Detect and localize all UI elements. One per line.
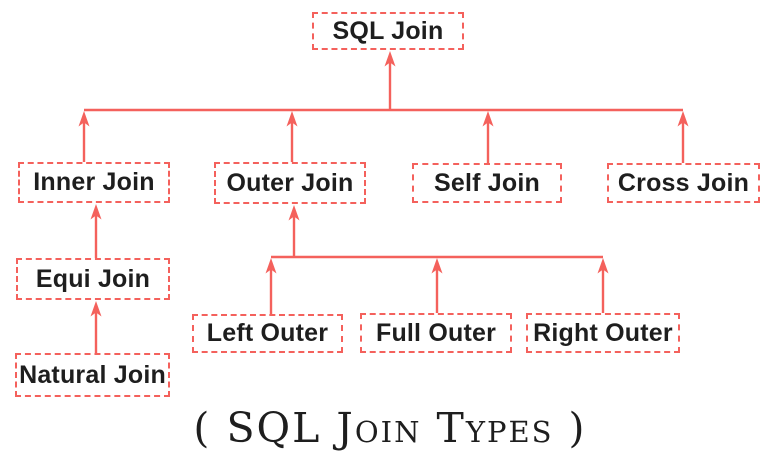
diagram-caption: ( SQL Join Types ) (193, 404, 587, 452)
node-right-outer: Right Outer (526, 313, 680, 353)
arrowhead-self (482, 111, 494, 127)
arrowhead-left-outer (265, 258, 277, 274)
node-cross-join: Cross Join (607, 163, 760, 203)
node-sql-join: SQL Join (312, 12, 464, 50)
node-full-outer: Full Outer (360, 313, 512, 353)
node-outer-join: Outer Join (214, 162, 366, 204)
arrowhead-natural (90, 301, 102, 317)
arrowhead-sql (384, 51, 396, 67)
arrowhead-outer (286, 111, 298, 127)
arrowhead-full-outer (431, 258, 443, 274)
node-natural-join: Natural Join (15, 353, 170, 397)
arrowhead-outer-child (288, 205, 300, 221)
arrowhead-equi (90, 204, 102, 220)
node-equi-join: Equi Join (16, 258, 170, 300)
arrowhead-right-outer (597, 258, 609, 274)
node-left-outer: Left Outer (192, 314, 343, 353)
arrowhead-inner (78, 111, 90, 127)
arrowhead-cross (677, 111, 689, 127)
node-self-join: Self Join (412, 163, 562, 203)
node-inner-join: Inner Join (18, 162, 170, 203)
